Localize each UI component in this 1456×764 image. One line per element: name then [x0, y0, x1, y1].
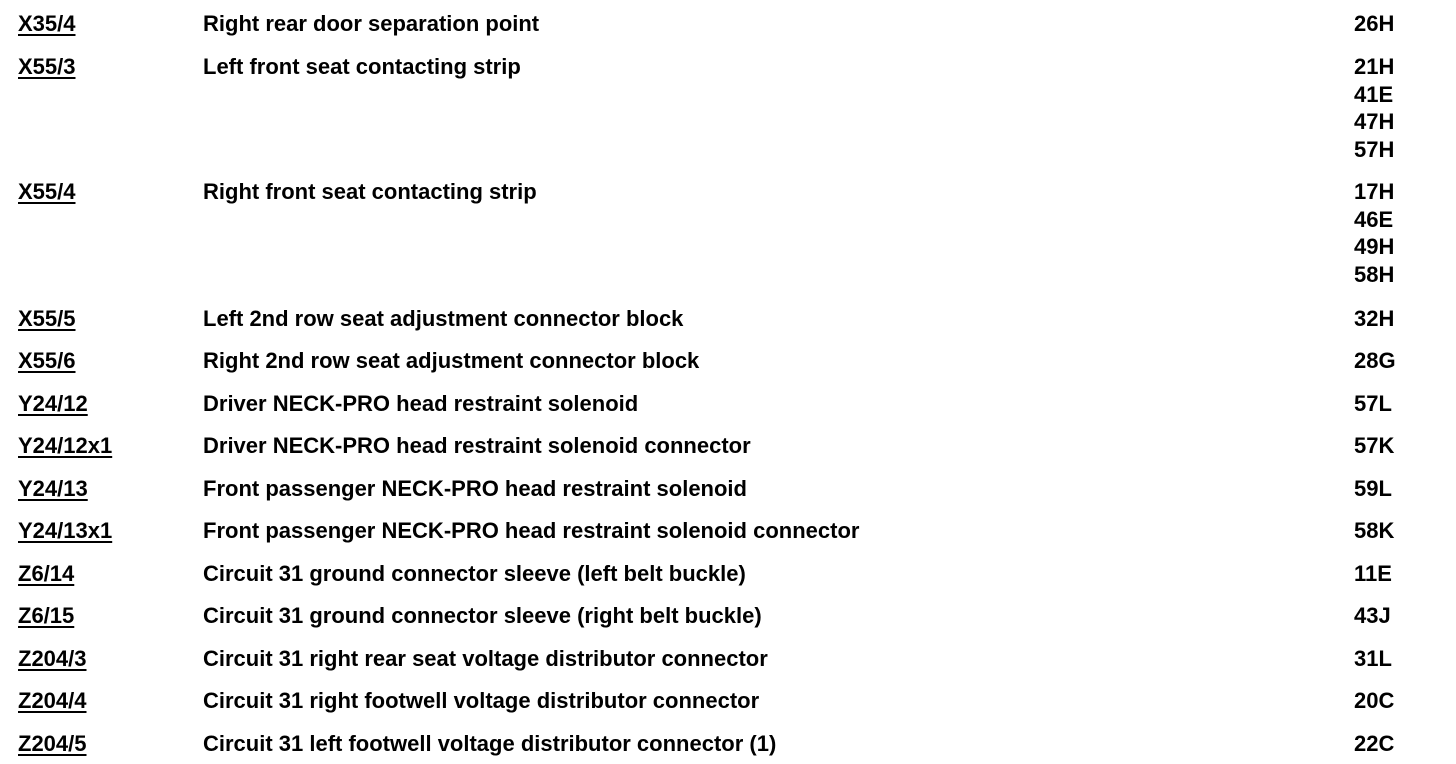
location-value: 47H [1354, 109, 1395, 134]
component-code-link[interactable]: X55/5 [18, 306, 76, 331]
component-code-link[interactable]: Y24/12x1 [18, 433, 113, 458]
table-row: Z6/14 Circuit 31 ground connector sleeve… [0, 560, 1456, 588]
location-value: 43J [1354, 603, 1391, 628]
location-list: 22C [1354, 730, 1444, 758]
table-row: Z204/4 Circuit 31 right footwell voltage… [0, 687, 1456, 715]
location-value: 17H [1354, 179, 1395, 204]
location-list: 43J [1354, 602, 1444, 630]
location-list: 26H [1354, 10, 1444, 38]
location-list: 28G [1354, 347, 1444, 375]
location-value: 32H [1354, 306, 1395, 331]
component-description: Right rear door separation point [203, 11, 540, 36]
location-value: 59L [1354, 476, 1392, 501]
location-value: 46E [1354, 206, 1394, 232]
location-value: 58H [1354, 261, 1395, 287]
table-row: Z204/5 Circuit 31 left footwell voltage … [0, 730, 1456, 758]
location-value: 58K [1354, 518, 1395, 543]
component-description: Front passenger NECK-PRO head restraint … [203, 476, 747, 501]
location-list: 59L [1354, 475, 1444, 503]
location-list: 31L [1354, 645, 1444, 673]
location-value: 57K [1354, 433, 1395, 458]
location-list: 32H [1354, 305, 1444, 333]
table-row: X55/4 Right front seat contacting strip … [0, 178, 1456, 290]
location-value: 11E [1354, 561, 1392, 586]
table-row: Y24/13x1 Front passenger NECK-PRO head r… [0, 517, 1456, 545]
location-value: 28G [1354, 348, 1396, 373]
location-value: 57H [1354, 136, 1395, 162]
location-list: 21H 41E 47H 57H [1354, 53, 1444, 163]
location-list: 57K [1354, 432, 1444, 460]
component-code-link[interactable]: X55/4 [18, 179, 76, 204]
component-description: Right front seat contacting strip [203, 179, 537, 204]
component-code-link[interactable]: X55/3 [18, 54, 76, 79]
location-list: 20C [1354, 687, 1444, 715]
component-description: Circuit 31 right rear seat voltage distr… [203, 646, 768, 671]
table-row: X55/6 Right 2nd row seat adjustment conn… [0, 347, 1456, 375]
component-code-link[interactable]: Y24/13 [18, 476, 88, 501]
table-row: Y24/12x1 Driver NECK-PRO head restraint … [0, 432, 1456, 460]
location-list: 57L [1354, 390, 1444, 418]
component-code-link[interactable]: Z204/5 [18, 731, 87, 756]
location-list: 58K [1354, 517, 1444, 545]
component-description: Circuit 31 left footwell voltage distrib… [203, 731, 777, 756]
location-value: 22C [1354, 731, 1395, 756]
location-value: 21H [1354, 54, 1395, 79]
table-row: X35/4 Right rear door separation point 2… [0, 10, 1456, 38]
component-description: Driver NECK-PRO head restraint solenoid … [203, 433, 751, 458]
location-value: 20C [1354, 688, 1395, 713]
location-value: 57L [1354, 391, 1392, 416]
component-code-link[interactable]: Z6/15 [18, 603, 75, 628]
table-row: Z204/3 Circuit 31 right rear seat voltag… [0, 645, 1456, 673]
location-value: 31L [1354, 646, 1392, 671]
table-row: Z6/15 Circuit 31 ground connector sleeve… [0, 602, 1456, 630]
component-description: Left front seat contacting strip [203, 54, 521, 79]
component-description: Driver NECK-PRO head restraint solenoid [203, 391, 639, 416]
component-code-link[interactable]: Y24/13x1 [18, 518, 113, 543]
component-description: Circuit 31 right footwell voltage distri… [203, 688, 760, 713]
component-code-link[interactable]: Z204/4 [18, 688, 87, 713]
location-value: 26H [1354, 11, 1395, 36]
component-code-link[interactable]: Z204/3 [18, 646, 87, 671]
location-value: 41E [1354, 81, 1394, 107]
table-row: Y24/12 Driver NECK-PRO head restraint so… [0, 390, 1456, 418]
component-code-link[interactable]: X55/6 [18, 348, 76, 373]
component-description: Circuit 31 ground connector sleeve (righ… [203, 603, 762, 628]
component-code-link[interactable]: Z6/14 [18, 561, 75, 586]
location-value: 49H [1354, 234, 1395, 259]
table-row: X55/3 Left front seat contacting strip 2… [0, 53, 1456, 165]
component-code-link[interactable]: Y24/12 [18, 391, 88, 416]
component-description: Right 2nd row seat adjustment connector … [203, 348, 700, 373]
component-description: Front passenger NECK-PRO head restraint … [203, 518, 860, 543]
location-list: 11E [1354, 560, 1444, 588]
component-code-link[interactable]: X35/4 [18, 11, 76, 36]
location-list: 17H 46E 49H 58H [1354, 178, 1444, 288]
component-description: Left 2nd row seat adjustment connector b… [203, 306, 684, 331]
component-description: Circuit 31 ground connector sleeve (left… [203, 561, 746, 586]
table-row: X55/5 Left 2nd row seat adjustment conne… [0, 305, 1456, 333]
table-row: Y24/13 Front passenger NECK-PRO head res… [0, 475, 1456, 503]
